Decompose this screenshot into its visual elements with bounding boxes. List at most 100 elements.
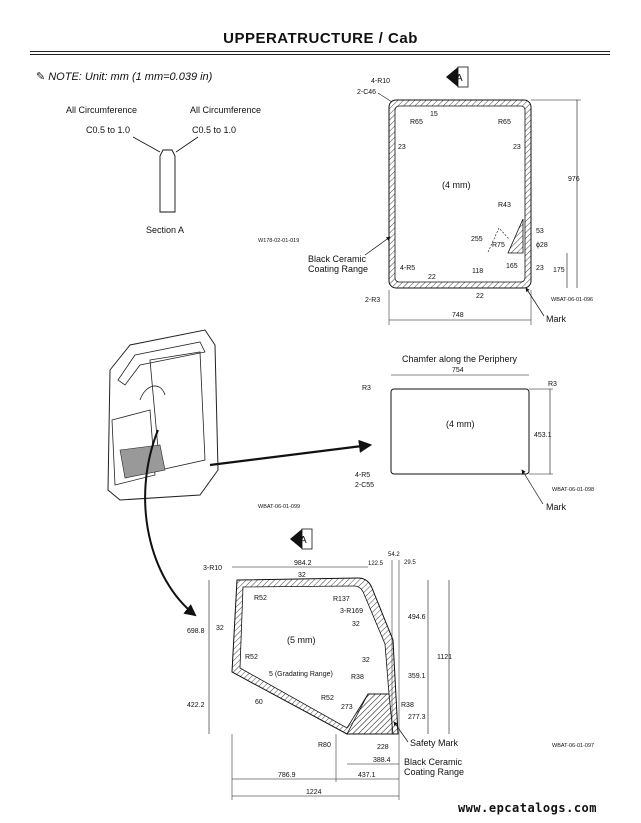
door-d359: 359.1 — [408, 673, 426, 680]
front-r5: 4-R5 — [400, 265, 415, 272]
door-d32-right: 32 — [352, 621, 360, 628]
door-d32-top: 32 — [298, 572, 306, 579]
door-marker-label: A — [300, 535, 307, 546]
rear-height: 453.1 — [534, 432, 552, 439]
front-d15: 15 — [430, 111, 438, 118]
rear-thickness: (4 mm) — [446, 419, 475, 429]
door-glass-diagram: A (5 mm) 3-R10 984.2 32 122.5 54.2 29.5 … — [187, 528, 594, 800]
door-d32-left: 32 — [216, 625, 224, 632]
section-marker-a-bottom: A — [290, 528, 313, 550]
door-d60: 60 — [255, 699, 263, 706]
door-safety-zone — [346, 693, 394, 735]
section-a-right-chamfer: C0.5 to 1.0 — [192, 125, 236, 135]
section-a-profile — [159, 149, 176, 213]
rear-glass-outline — [390, 388, 530, 475]
front-r65-left: R65 — [410, 119, 423, 126]
front-r65-right: R65 — [498, 119, 511, 126]
door-d786: 786.9 — [278, 772, 296, 779]
front-coating-label: Black Ceramic — [308, 254, 367, 264]
front-r75: R75 — [492, 242, 505, 249]
front-d165: 165 — [506, 263, 518, 270]
front-d22-bottom: 22 — [476, 293, 484, 300]
door-gradating: 5 (Gradating Range) — [269, 671, 333, 678]
door-r137: R137 — [333, 596, 350, 603]
cab-code: WBAT-06-01-099 — [258, 504, 300, 510]
section-marker-a-label: A — [456, 73, 463, 84]
door-safety-label: Safety Mark — [410, 738, 459, 748]
front-code: WBAT-06-01-096 — [551, 297, 593, 303]
door-glass-inner — [239, 585, 390, 729]
section-a-code: W178-02-01-019 — [258, 238, 299, 244]
rear-width: 754 — [452, 367, 464, 374]
rear-title: Chamfer along the Periphery — [402, 354, 518, 364]
door-r52-top: R52 — [254, 595, 267, 602]
front-glass-corner-coating — [507, 218, 524, 254]
page-title: UPPERATRUCTURE / Cab — [223, 30, 418, 47]
unit-note: ✎NOTE: Unit: mm (1 mm=0.039 in) — [36, 70, 212, 83]
door-r169: 3-R169 — [340, 608, 363, 615]
front-c46: 2-C46 — [357, 89, 376, 96]
cab-to-rear-arrow — [209, 439, 373, 467]
rear-r5: 4-R5 — [355, 472, 370, 479]
door-d422: 422.2 — [187, 702, 205, 709]
door-d277: 277.3 — [408, 714, 426, 721]
front-glass-dashed-range — [487, 227, 510, 253]
section-a-left-chamfer: C0.5 to 1.0 — [86, 125, 130, 135]
rear-r3-left: R3 — [362, 385, 371, 392]
door-code: WBAT-06-01-097 — [552, 743, 594, 749]
door-r80: R80 — [318, 742, 331, 749]
door-r52-bottom: R52 — [321, 695, 334, 702]
door-d698: 698.8 — [187, 628, 205, 635]
front-c46-leader — [377, 92, 393, 103]
door-d494: 494.6 — [408, 614, 426, 621]
rear-r3-right: R3 — [548, 381, 557, 388]
watermark: www.epcatalogs.com — [457, 801, 597, 815]
unit-note-text: NOTE: Unit: mm (1 mm=0.039 in) — [48, 71, 213, 83]
door-coating-label: Black Ceramic — [404, 757, 463, 767]
front-height: 976 — [568, 176, 580, 183]
section-a-left-label: All Circumference — [66, 105, 137, 115]
section-a-right-label: All Circumference — [190, 105, 261, 115]
front-d22-top: 22 — [428, 274, 436, 281]
front-r43: R43 — [498, 202, 511, 209]
section-a-detail: All Circumference All Circumference C0.5… — [66, 105, 299, 244]
front-d255: 255 — [471, 236, 483, 243]
front-d23-right: 23 — [513, 144, 521, 151]
front-width: 748 — [452, 312, 464, 319]
cab-to-door-arrow — [144, 429, 197, 617]
door-d54: 54.2 — [388, 552, 400, 558]
front-r10: 4-R10 — [371, 78, 390, 85]
door-d228: 228 — [377, 744, 389, 751]
front-d53: 53 — [536, 228, 544, 235]
door-d437: 437.1 — [358, 772, 376, 779]
front-glass-inner — [394, 105, 526, 283]
rear-code: WBAT-06-01-098 — [552, 487, 594, 493]
section-a-caption: Section A — [146, 225, 184, 235]
door-d29: 29.5 — [404, 560, 416, 566]
door-r38-right: R38 — [401, 702, 414, 709]
pencil-icon: ✎ — [36, 71, 46, 83]
door-d32-mid: 32 — [362, 657, 370, 664]
door-r38-top: R38 — [351, 674, 364, 681]
front-d23-left: 23 — [398, 144, 406, 151]
section-a-leader-right — [175, 136, 199, 153]
rear-c55: 2-C55 — [355, 482, 374, 489]
front-glass-thickness: (4 mm) — [442, 180, 471, 190]
door-d1224: 1224 — [306, 789, 322, 796]
door-d122: 122.5 — [368, 561, 384, 567]
door-r10: 3-R10 — [203, 565, 222, 572]
door-d1121: 1121 — [437, 654, 452, 661]
rear-glass-diagram: Chamfer along the Periphery 754 (4 mm) 4… — [355, 354, 594, 512]
front-d23-bottom: 23 — [536, 265, 544, 272]
door-d984: 984.2 — [294, 560, 312, 567]
cab-illustration: WBAT-06-01-099 — [107, 329, 373, 617]
front-d175: 175 — [553, 267, 565, 274]
title-rule — [30, 51, 610, 55]
door-d388: 388.4 — [373, 757, 391, 764]
door-coating-label-2: Coating Range — [404, 767, 464, 777]
front-d118: 118 — [472, 268, 483, 275]
front-mark-label: Mark — [546, 314, 566, 324]
door-thickness: (5 mm) — [287, 635, 316, 645]
front-r3: 2-R3 — [365, 297, 380, 304]
